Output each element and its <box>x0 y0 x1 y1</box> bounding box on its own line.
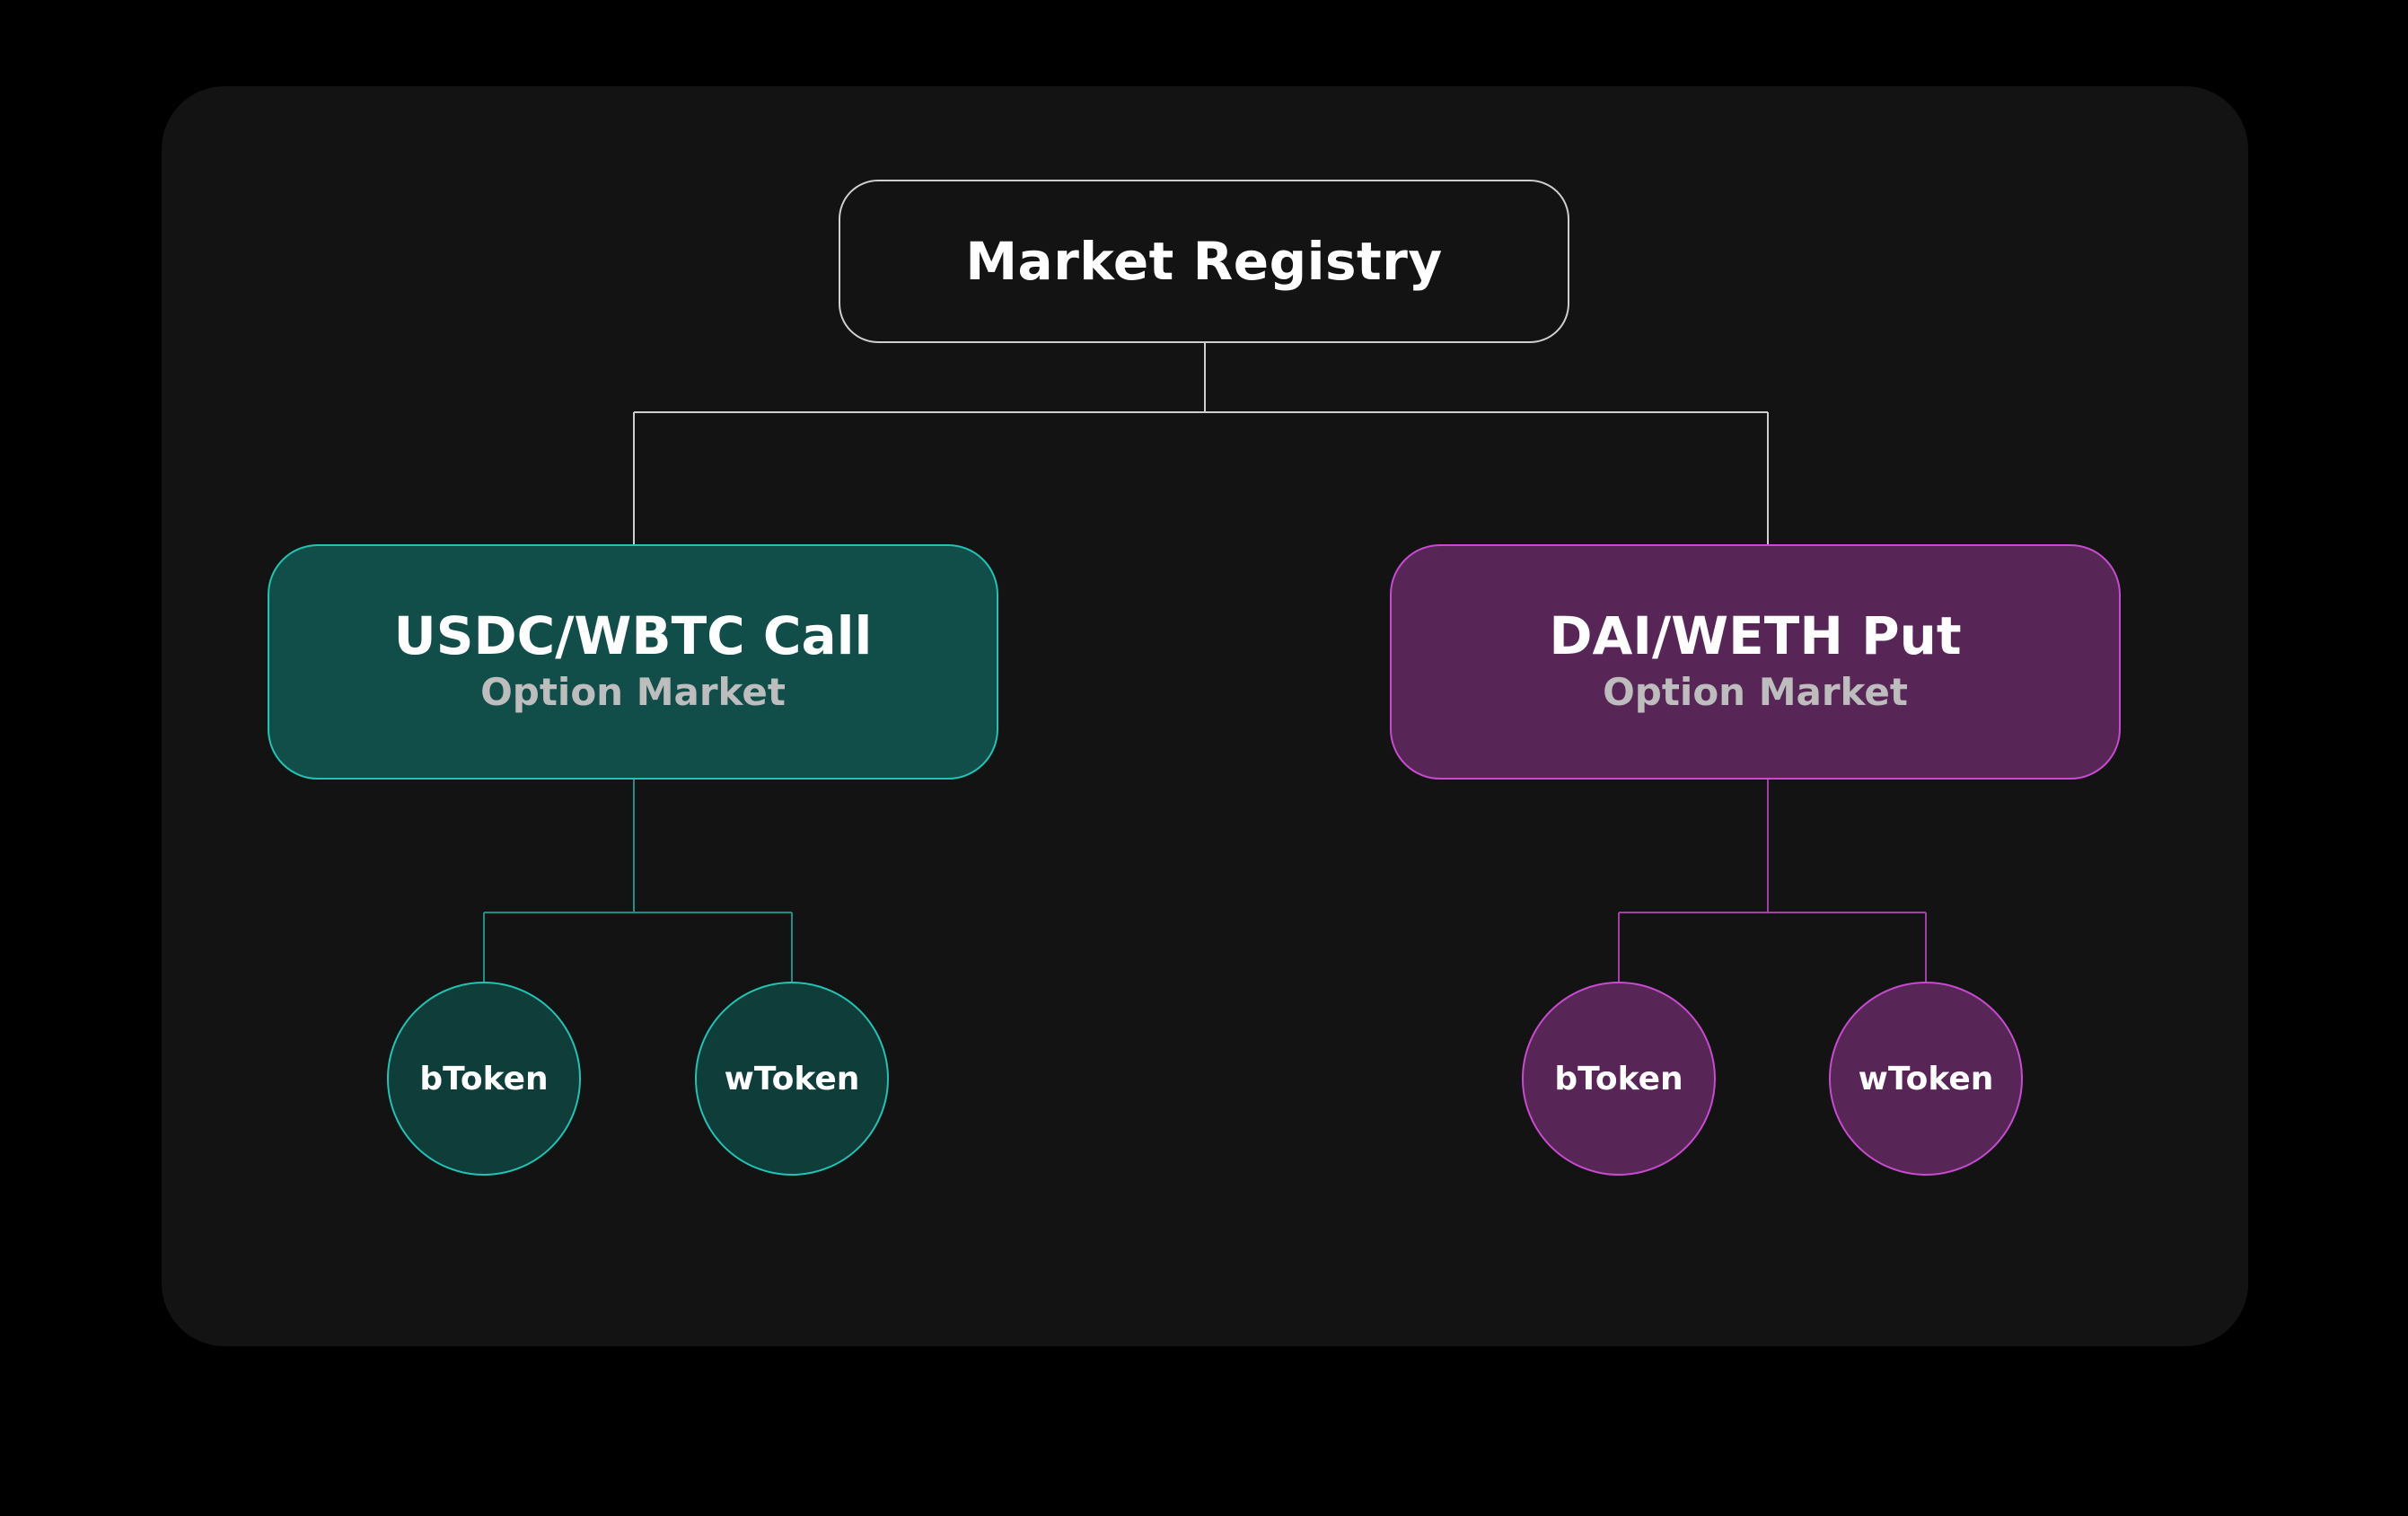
put-market-subtitle: Option Market <box>1603 670 1908 714</box>
put-wtoken-node: wToken <box>1829 982 2023 1176</box>
put-market-title: DAI/WETH Put <box>1549 605 1962 666</box>
market-registry-node: Market Registry <box>839 180 1569 343</box>
call-wtoken-node: wToken <box>695 982 889 1176</box>
put-wtoken-label: wToken <box>1858 1060 1994 1097</box>
put-btoken-node: bToken <box>1522 982 1716 1176</box>
call-market-node: USDC/WBTC Call Option Market <box>268 544 998 780</box>
call-wtoken-label: wToken <box>724 1060 860 1097</box>
call-btoken-label: bToken <box>419 1060 549 1097</box>
put-btoken-label: bToken <box>1554 1060 1683 1097</box>
call-btoken-node: bToken <box>387 982 581 1176</box>
call-market-title: USDC/WBTC Call <box>393 605 873 666</box>
market-registry-label: Market Registry <box>965 231 1443 292</box>
call-market-subtitle: Option Market <box>480 670 786 714</box>
put-market-node: DAI/WETH Put Option Market <box>1390 544 2121 780</box>
